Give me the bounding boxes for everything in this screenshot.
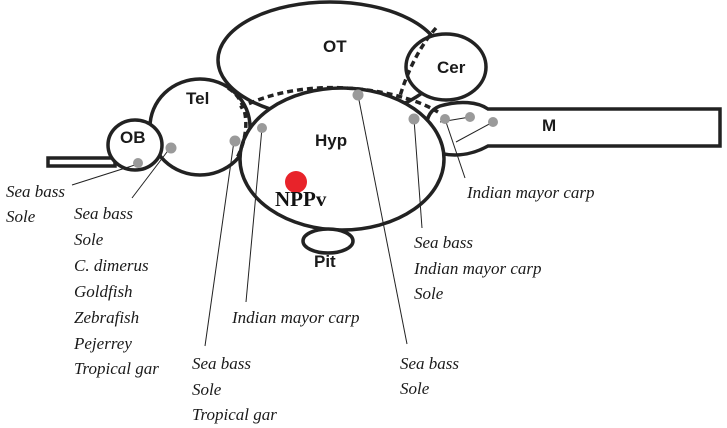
expression-site-dot [165, 142, 177, 154]
species-name: Indian mayor carp [413, 259, 541, 278]
expression-site-dot [229, 135, 241, 147]
expression-site-dot [408, 113, 420, 125]
species-name: Sole [400, 379, 430, 398]
cerebellum-region [404, 32, 488, 102]
expression-site-dot [133, 158, 143, 168]
dashed-boundary [398, 26, 438, 97]
nppv-nucleus-dot [285, 171, 307, 193]
region-label-tel: Tel [186, 89, 209, 108]
pointer-line [455, 121, 494, 143]
species-name: Indian mayor carp [231, 308, 359, 327]
region-label-cer: Cer [437, 58, 466, 77]
species-group-tel: Sea bass Sole C. dimerus Goldfish Zebraf… [73, 204, 159, 378]
species-name: Indian mayor carp [466, 183, 594, 202]
species-name: Sole [192, 380, 222, 399]
species-group-tel-caudal: Sea bass Sole Tropical gar [192, 354, 277, 424]
pointer-line [245, 127, 263, 303]
expression-site-dot [440, 114, 450, 124]
dashed-boundary [239, 85, 439, 114]
species-group-hyp-dorsal: Sea bass Sole [400, 354, 463, 398]
dashed-boundary [227, 86, 248, 161]
region-label-m: M [542, 116, 556, 135]
expression-sites [133, 89, 498, 168]
pointer-line [204, 140, 235, 347]
pointer-line [357, 94, 408, 345]
species-name: Sea bass [400, 354, 459, 373]
species-group-ob: Sea bass Sole [6, 182, 69, 226]
species-name: Sole [6, 207, 36, 226]
species-name: Sea bass [74, 204, 133, 223]
expression-site-dot [465, 112, 475, 122]
pointer-line [413, 118, 423, 229]
pointer-line [131, 147, 171, 199]
medulla-region [424, 100, 722, 157]
species-name: Goldfish [74, 282, 133, 301]
species-group-hyp-caudal: Sea bass Indian mayor carp Sole [413, 233, 546, 303]
pituitary-region [301, 227, 355, 255]
species-name: Tropical gar [74, 359, 159, 378]
expression-site-dot [488, 117, 498, 127]
species-group-poa: Indian mayor carp [231, 308, 359, 327]
species-name: Sea bass [414, 233, 473, 252]
pointer-line [71, 163, 139, 186]
species-name: Sole [74, 230, 104, 249]
species-name: Sea bass [192, 354, 251, 373]
region-label-hyp: Hyp [315, 131, 347, 150]
species-group-medulla: Indian mayor carp [466, 183, 594, 202]
species-name: Sea bass [6, 182, 65, 201]
expression-site-dot [352, 89, 364, 101]
species-name: Pejerrey [73, 334, 132, 353]
hypothalamus-region [238, 86, 446, 232]
expression-site-dot [257, 123, 267, 133]
region-label-pit: Pit [314, 252, 336, 271]
olfactory-bulb-region [106, 118, 164, 172]
species-name: C. dimerus [74, 256, 149, 275]
nucleus-label: NPPv [275, 187, 327, 211]
pointer-line [444, 118, 466, 179]
species-name: Tropical gar [192, 405, 277, 424]
olfactory-nerve [46, 156, 117, 168]
species-name: Sole [414, 284, 444, 303]
species-name: Zebrafish [74, 308, 139, 327]
region-label-ot: OT [323, 37, 347, 56]
region-label-ob: OB [120, 128, 146, 147]
